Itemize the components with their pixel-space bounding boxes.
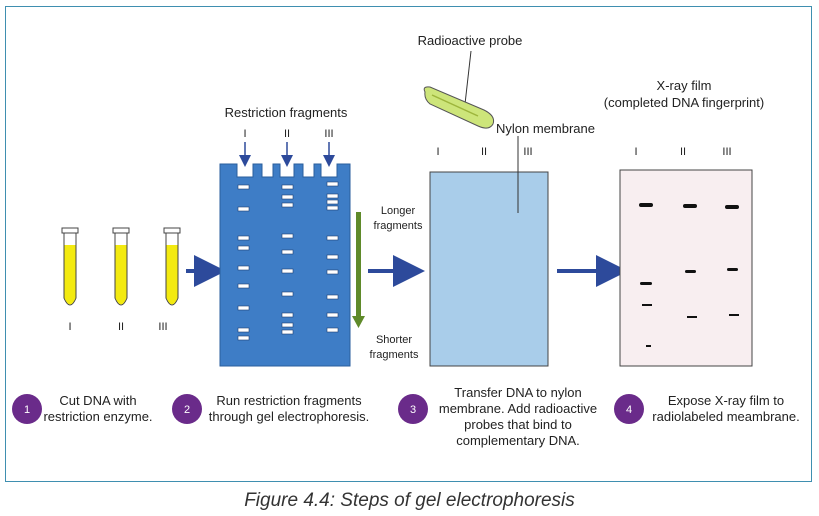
tube-label-2: II [118,321,124,333]
gel-lane-label-3: III [324,128,333,140]
xray-title-line2: (completed DNA fingerprint) [604,95,764,110]
step-1: 1 Cut DNA with restriction enzyme. [12,393,153,424]
step-4: 4 Expose X-ray film to radiolabeled meam… [614,393,800,424]
step-3-text-line3: probes that bind to [464,417,572,432]
step-4-text-line2: radiolabeled meambrane. [652,409,799,424]
nylon-membrane-label: Nylon membrane [496,121,595,136]
tube-label-1: I [68,321,71,333]
test-tube-1 [61,227,79,306]
film-bands [639,203,739,347]
step-3: 3 Transfer DNA to nylon membrane. Add ra… [398,385,597,448]
step-3-number: 3 [410,404,416,416]
figure-frame [5,6,812,482]
electrophoresis-gel [219,163,351,367]
step-2-number: 2 [184,404,190,416]
step-1-text-line1: Cut DNA with [59,393,136,408]
membrane-lane-label-3: III [523,146,532,158]
tube-label-3: III [158,321,167,333]
gel-bands [237,181,339,341]
film-lane-label-2: II [680,146,686,158]
step-2-text-line2: through gel electrophoresis. [209,409,369,424]
radioactive-probe-icon [423,86,495,129]
figure-caption: Figure 4.4: Steps of gel electrophoresis [244,490,575,511]
shorter-label-line2: fragments [370,349,419,361]
step-2: 2 Run restriction fragments through gel … [172,393,369,424]
gel-lane-label-1: I [243,128,246,140]
probe-pointer [464,50,472,105]
shorter-label-line1: Shorter [376,334,412,346]
film-lane-label-3: III [722,146,731,158]
step-1-text-line2: restriction enzyme. [43,409,152,424]
step-3-text-line4: complementary DNA. [456,433,580,448]
step-1-number: 1 [24,404,30,416]
step-2-badge [172,394,202,424]
step-3-text-line2: membrane. Add radioactive [439,401,597,416]
step-4-badge [614,394,644,424]
loading-arrows [239,142,335,167]
film-lane-label-1: I [634,146,637,158]
test-tube-3 [163,227,181,306]
membrane-lane-label-1: I [436,146,439,158]
test-tube-2 [112,227,130,306]
membrane-lane-label-2: II [481,146,487,158]
migration-direction-arrow [352,212,365,328]
step-4-text-line1: Expose X-ray film to [668,393,784,408]
step-3-text-line1: Transfer DNA to nylon [454,385,581,400]
restriction-fragments-label: Restriction fragments [225,105,348,120]
radioactive-probe-label: Radioactive probe [418,33,523,48]
longer-label-line1: Longer [381,205,416,217]
step-2-text-line1: Run restriction fragments [216,393,362,408]
step-3-badge [398,394,428,424]
step-4-number: 4 [626,404,632,416]
longer-label-line2: fragments [374,220,423,232]
nylon-membrane [429,171,549,367]
xray-title-line1: X-ray film [657,78,712,93]
step-1-badge [12,394,42,424]
gel-lane-label-2: II [284,128,290,140]
